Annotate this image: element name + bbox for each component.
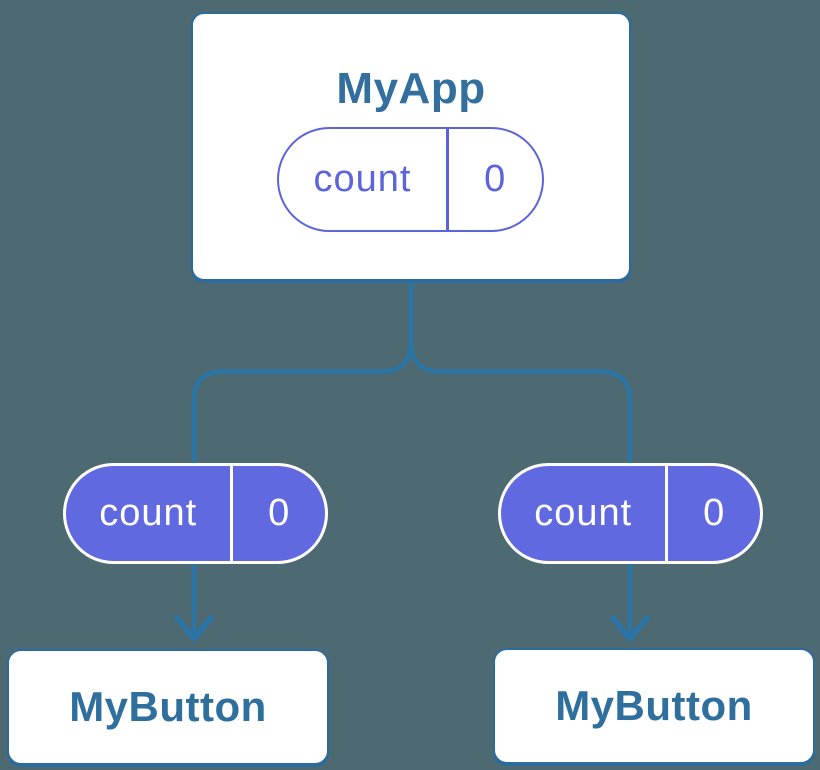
root-state-pill: count 0 — [277, 127, 544, 232]
root-component-card: MyApp count 0 — [191, 12, 631, 281]
state-value: 0 — [484, 158, 507, 200]
left-child-component-card: MyButton — [7, 649, 329, 765]
right-prop-pill: count 0 — [498, 463, 763, 564]
prop-name: count — [534, 492, 633, 534]
left-prop-pill: count 0 — [63, 463, 328, 564]
left-arrowhead-icon — [174, 615, 214, 642]
prop-name: count — [99, 492, 198, 534]
right-child-component-card: MyButton — [493, 648, 815, 764]
root-component-title: MyApp — [336, 64, 486, 113]
prop-value: 0 — [268, 492, 291, 534]
pill-divider — [665, 466, 669, 561]
prop-value: 0 — [703, 492, 726, 534]
pill-divider — [230, 466, 234, 561]
right-arrowhead-icon — [610, 615, 650, 642]
pill-divider — [446, 129, 449, 230]
state-name: count — [313, 158, 412, 200]
child-component-title: MyButton — [555, 682, 753, 729]
child-component-title: MyButton — [69, 683, 267, 730]
